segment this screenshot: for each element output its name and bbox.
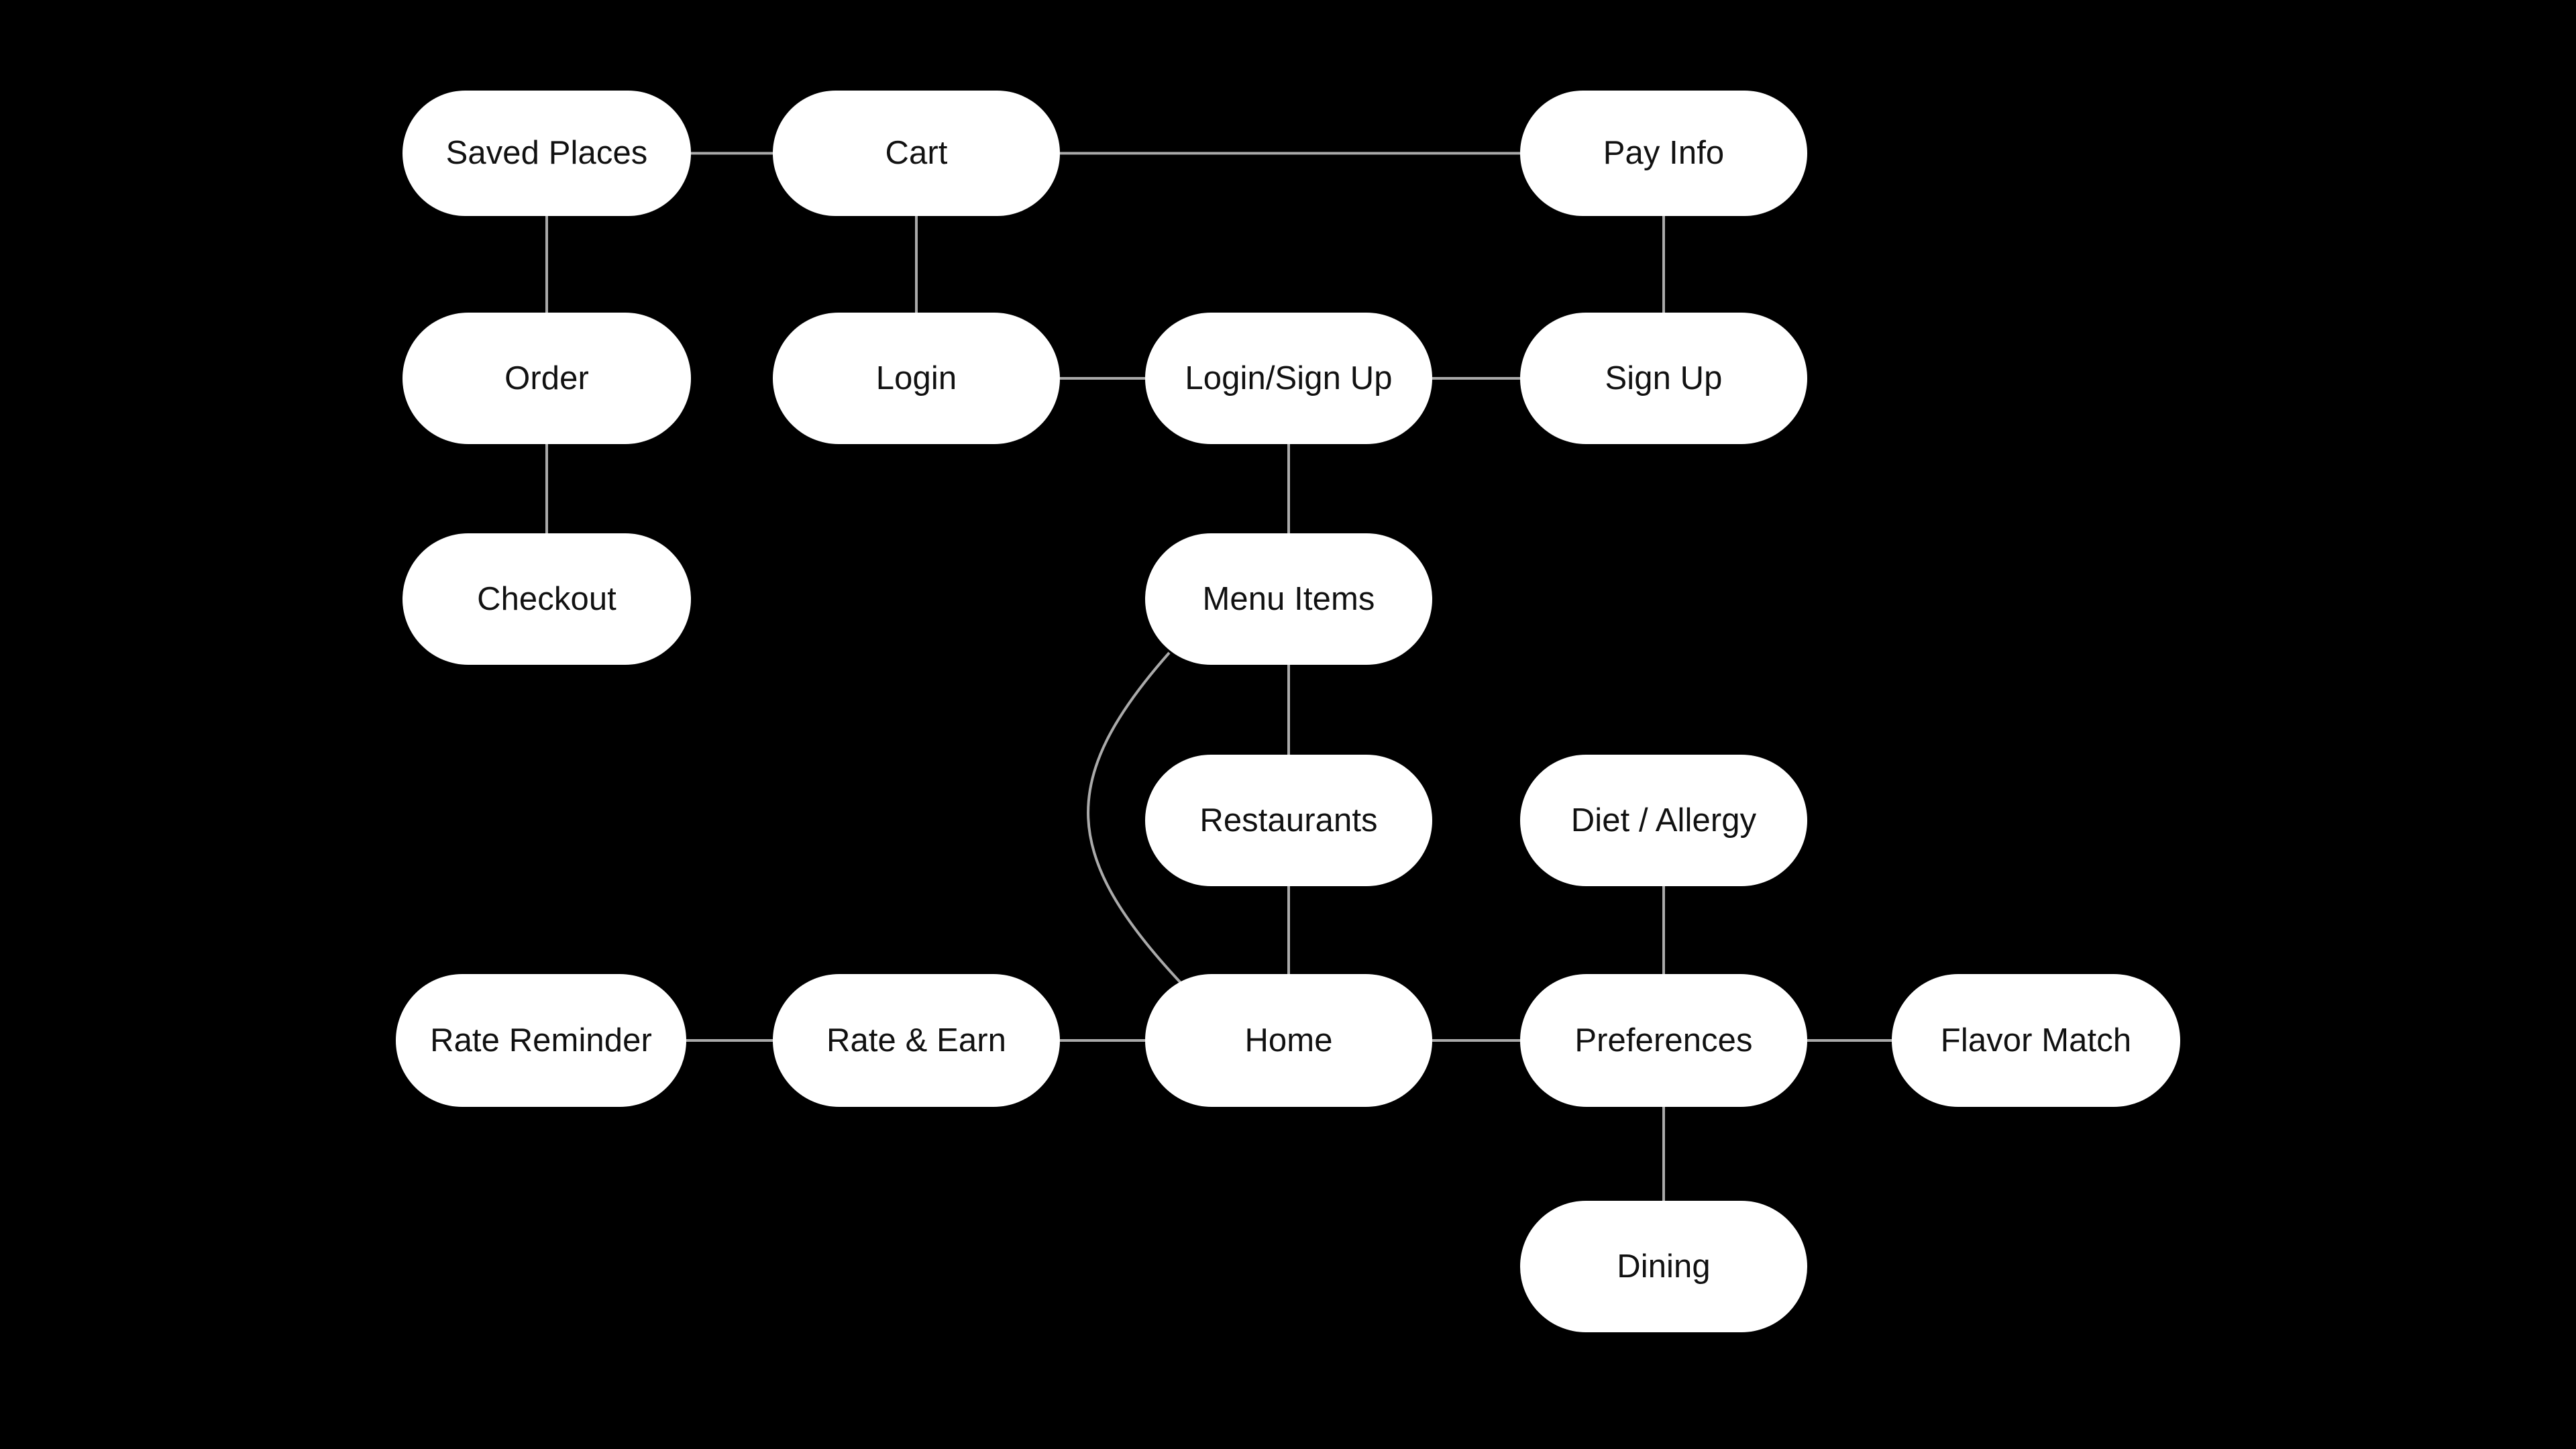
node-label-diet-allergy: Diet / Allergy xyxy=(1570,802,1757,839)
node-login-signup[interactable]: Login/Sign Up xyxy=(1145,313,1432,444)
node-label-menu-items: Menu Items xyxy=(1202,580,1375,617)
node-label-cart: Cart xyxy=(885,135,948,171)
node-label-pay-info: Pay Info xyxy=(1603,135,1725,171)
node-label-preferences: Preferences xyxy=(1574,1022,1753,1059)
node-preferences[interactable]: Preferences xyxy=(1520,974,1807,1107)
node-order[interactable]: Order xyxy=(402,313,691,444)
node-label-login-signup: Login/Sign Up xyxy=(1185,360,1393,396)
node-home[interactable]: Home xyxy=(1145,974,1432,1107)
node-label-checkout: Checkout xyxy=(477,580,616,617)
node-label-saved-places: Saved Places xyxy=(445,135,648,171)
node-label-login: Login xyxy=(875,360,957,396)
node-label-sign-up: Sign Up xyxy=(1605,360,1723,396)
node-login[interactable]: Login xyxy=(773,313,1060,444)
node-label-dining: Dining xyxy=(1617,1248,1711,1285)
node-diet-allergy[interactable]: Diet / Allergy xyxy=(1520,755,1807,886)
node-menu-items[interactable]: Menu Items xyxy=(1145,533,1432,665)
node-label-home: Home xyxy=(1244,1022,1333,1059)
node-pay-info[interactable]: Pay Info xyxy=(1520,91,1807,216)
node-label-restaurants: Restaurants xyxy=(1199,802,1378,839)
node-rate-earn[interactable]: Rate & Earn xyxy=(773,974,1060,1107)
node-dining[interactable]: Dining xyxy=(1520,1201,1807,1332)
node-label-order: Order xyxy=(504,360,589,396)
node-label-rate-earn: Rate & Earn xyxy=(826,1022,1007,1059)
node-rate-reminder[interactable]: Rate Reminder xyxy=(396,974,686,1107)
node-restaurants[interactable]: Restaurants xyxy=(1145,755,1432,886)
node-cart[interactable]: Cart xyxy=(773,91,1060,216)
node-label-rate-reminder: Rate Reminder xyxy=(430,1022,652,1059)
node-checkout[interactable]: Checkout xyxy=(402,533,691,665)
node-label-flavor-match: Flavor Match xyxy=(1940,1022,2132,1059)
node-sign-up[interactable]: Sign Up xyxy=(1520,313,1807,444)
node-saved-places[interactable]: Saved Places xyxy=(402,91,691,216)
node-flavor-match[interactable]: Flavor Match xyxy=(1892,974,2180,1107)
